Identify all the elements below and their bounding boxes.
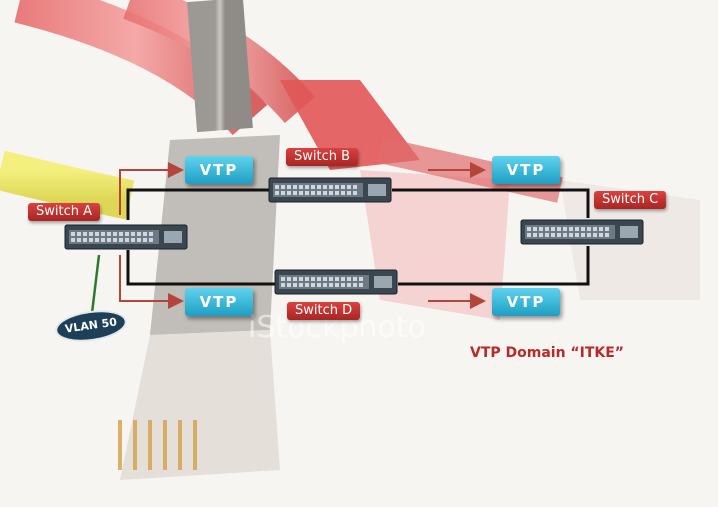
switch-a-label: Switch A: [28, 203, 101, 221]
switch-a-device: [64, 224, 188, 250]
link-d-a: [126, 250, 276, 286]
vtp-arrow-a-bottom: [119, 255, 184, 309]
switch-c-device: [520, 219, 644, 245]
link-b-c: [392, 188, 590, 218]
switch-d-device: [274, 269, 398, 295]
vtp-arrow-a-top: [119, 162, 184, 215]
vtp-box-top-left: VTP: [185, 156, 253, 184]
switch-c-label: Switch C: [594, 191, 667, 209]
vtp-box-bottom-right: VTP: [492, 288, 560, 316]
vtp-box-bottom-left: VTP: [185, 288, 253, 316]
vtp-domain-caption: VTP Domain “ITKE”: [470, 345, 625, 361]
switch-b-label: Switch B: [286, 148, 359, 166]
vlan-link: [90, 254, 101, 314]
link-c-d: [398, 246, 590, 286]
switch-b-device: [268, 177, 392, 203]
switch-d-label: Switch D: [287, 302, 361, 320]
link-a-b: [126, 188, 270, 220]
vtp-box-top-right: VTP: [492, 156, 560, 184]
